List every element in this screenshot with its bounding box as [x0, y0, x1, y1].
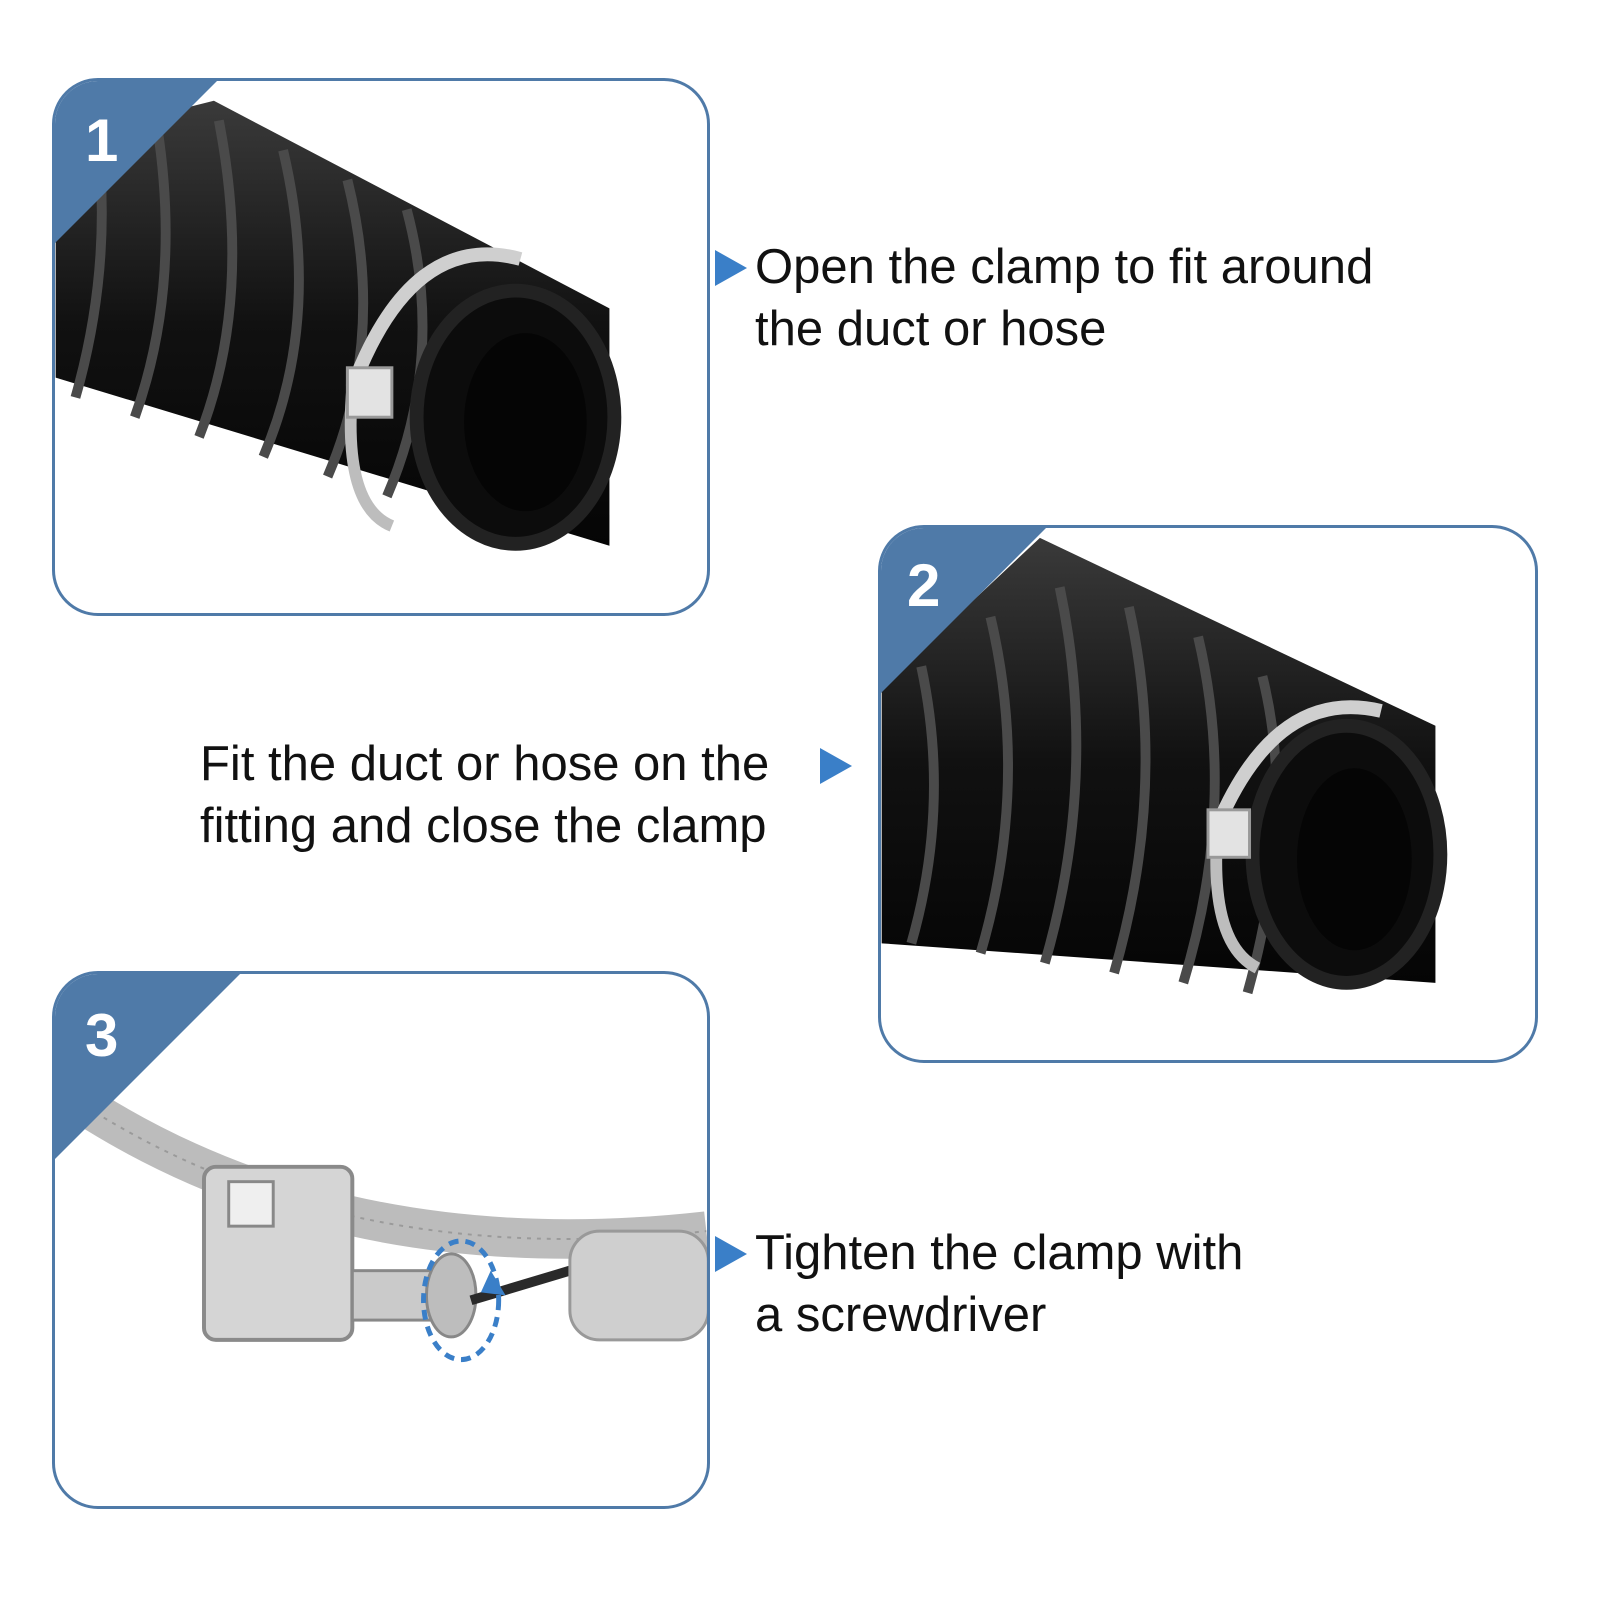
step-3-caption-line2: a screwdriver	[755, 1288, 1047, 1342]
step-3-badge	[55, 974, 240, 1159]
step-1-badge	[55, 81, 217, 243]
step-1-number: 1	[85, 107, 119, 174]
step-1-caption: Open the clamp to fit around the duct or…	[755, 236, 1373, 360]
step-2-caption: Fit the duct or hose on the fitting and …	[200, 733, 769, 857]
step-2-panel: 2	[878, 525, 1538, 1063]
step-2-caption-line1: Fit the duct or hose on the	[200, 737, 770, 791]
step-3-caption: Tighten the clamp with a screwdriver	[755, 1222, 1243, 1346]
step-3-number: 3	[85, 1002, 119, 1069]
step-2-caption-line2: fitting and close the clamp	[200, 799, 767, 853]
step-3-arrow-icon	[715, 1236, 747, 1272]
hose-on-fitting-image	[881, 537, 1448, 995]
step-1-panel: 1	[52, 78, 710, 616]
step-2-arrow-icon	[820, 748, 852, 784]
step-1-caption-line2: the duct or hose	[755, 302, 1107, 356]
step-3-panel: 3	[52, 971, 710, 1509]
step-3-caption-line1: Tighten the clamp with	[755, 1226, 1244, 1280]
step-2-number: 2	[907, 552, 941, 619]
step-1-caption-line1: Open the clamp to fit around	[755, 240, 1374, 294]
step-1-arrow-icon	[715, 250, 747, 286]
step-2-badge	[881, 528, 1046, 693]
